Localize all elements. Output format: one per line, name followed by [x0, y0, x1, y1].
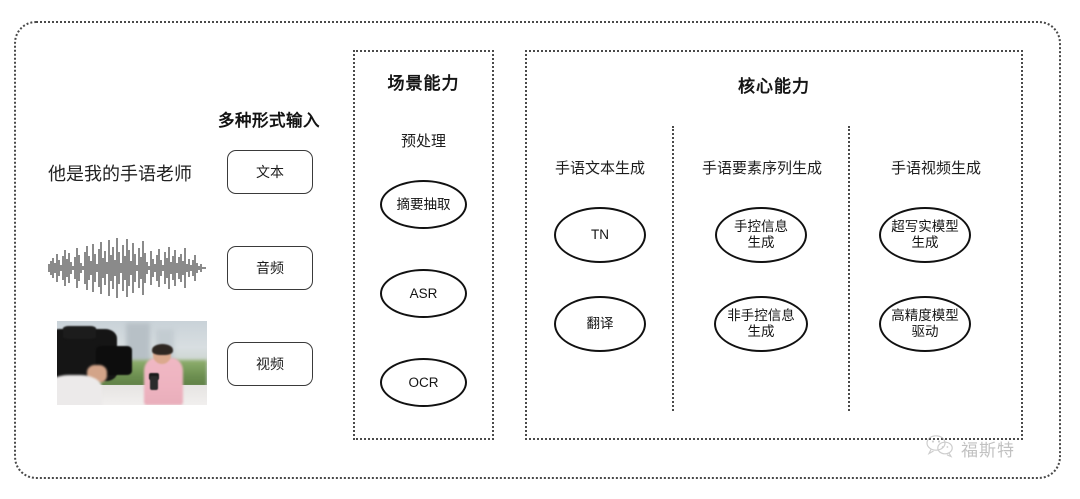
input-type-audio[interactable]: 音频 — [227, 246, 313, 290]
thumb-operator-shoulder — [57, 374, 102, 405]
core-divider-1 — [672, 126, 674, 411]
scene-capability-title: 场景能力 — [387, 74, 460, 93]
core-node-translation[interactable]: 翻译 — [554, 296, 646, 352]
core-column-header-sign-text-generation: 手语文本生成 — [554, 160, 645, 177]
wechat-icon — [925, 434, 955, 463]
core-column-header-sign-element-sequence-generation: 手语要素序列生成 — [701, 160, 822, 177]
thumb-microphone — [150, 376, 158, 390]
input-type-video[interactable]: 视频 — [227, 342, 313, 386]
scene-node-asr[interactable]: ASR — [380, 269, 467, 318]
scene-node-summary-extraction[interactable]: 摘要抽取 — [380, 180, 467, 229]
core-divider-2 — [848, 126, 850, 411]
scene-column-header-preprocess: 预处理 — [400, 133, 446, 150]
video-thumbnail — [57, 321, 207, 405]
scene-node-ocr[interactable]: OCR — [380, 358, 467, 407]
core-node-high-precision-model-driving[interactable]: 高精度模型 驱动 — [879, 296, 971, 352]
core-capability-title: 核心能力 — [738, 77, 810, 96]
audio-waveform-icon — [45, 236, 207, 300]
core-node-manual-info-generation[interactable]: 手控信息 生成 — [715, 207, 807, 263]
input-type-text[interactable]: 文本 — [227, 150, 313, 194]
core-node-non-manual-info-generation[interactable]: 非手控信息 生成 — [714, 296, 808, 352]
thumb-reporter-hair — [151, 343, 173, 356]
core-capability-box: 核心能力 — [525, 50, 1023, 440]
core-column-header-sign-video-generation: 手语视频生成 — [890, 160, 981, 177]
sample-sentence-text: 他是我的手语老师 — [48, 164, 192, 184]
core-node-photoreal-model-generation[interactable]: 超写实模型 生成 — [879, 207, 971, 263]
outer-frame — [14, 21, 1061, 479]
watermark: 福斯特 — [925, 434, 1015, 463]
scene-capability-box: 场景能力 — [353, 50, 494, 440]
watermark-text: 福斯特 — [961, 441, 1015, 460]
input-section-heading: 多种形式输入 — [218, 112, 320, 130]
thumb-camera-hood — [63, 326, 96, 340]
core-node-tn[interactable]: TN — [554, 207, 646, 263]
